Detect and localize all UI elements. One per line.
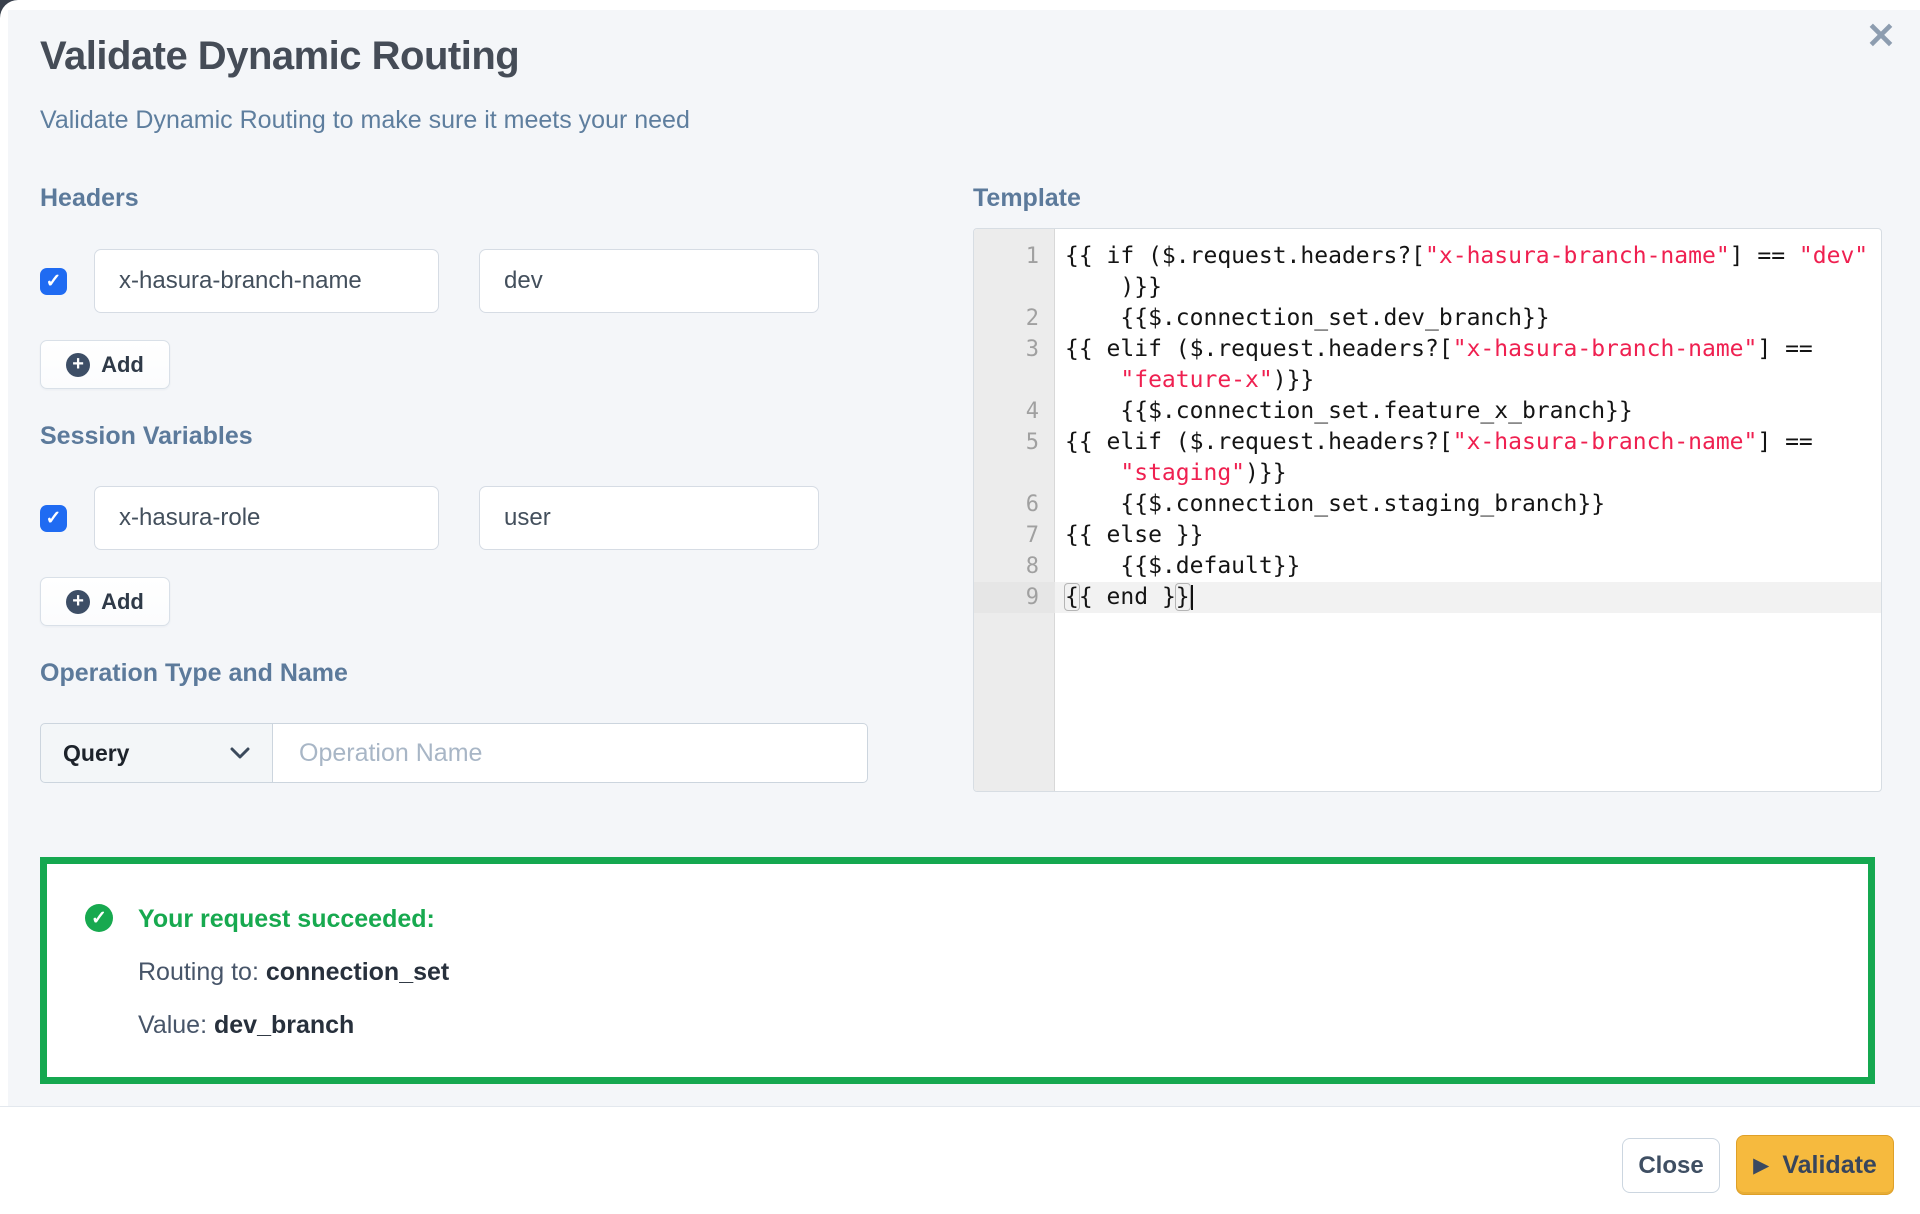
operation-type-value: Query (63, 739, 130, 766)
code-text: {{$.default}} (1065, 553, 1301, 579)
routing-value: connection_set (265, 958, 450, 986)
close-button[interactable]: Close (1622, 1138, 1720, 1193)
code-text: {{ elif ($.request.headers?["x-hasura-br… (1065, 336, 1813, 362)
add-button-label: Add (101, 351, 144, 377)
validate-button-label: Validate (1782, 1150, 1877, 1179)
editor-gutter (974, 229, 1055, 791)
plus-icon: + (66, 589, 91, 614)
add-session-variable-button[interactable]: + Add (40, 577, 170, 626)
line-number: 5 (1025, 430, 1039, 455)
code-text: {{ else }} (1065, 522, 1204, 548)
code-line: "staging")}} (974, 458, 1881, 489)
header-key-input[interactable] (94, 249, 439, 313)
add-header-button[interactable]: + Add (40, 340, 170, 389)
template-section-label: Template (973, 184, 1081, 212)
operation-control: Query (40, 723, 868, 783)
operation-name-input[interactable] (273, 723, 868, 783)
line-number (974, 272, 1055, 303)
code-line: )}} (974, 272, 1881, 303)
code-text: "feature-x")}} (1120, 367, 1315, 393)
play-icon: ▶ (1753, 1153, 1770, 1177)
operation-section-label: Operation Type and Name (40, 659, 348, 687)
validate-button[interactable]: ▶ Validate (1736, 1135, 1894, 1195)
template-code-editor[interactable]: 1 {{ if ($.request.headers?["x-hasura-bra… (973, 228, 1882, 792)
modal-subtitle: Validate Dynamic Routing to make sure it… (40, 106, 690, 134)
value-value: dev_branch (213, 1011, 355, 1039)
checkmark-icon: ✓ (45, 507, 62, 529)
line-number (974, 365, 1055, 396)
validation-result-box: ✓ Your request succeeded: Routing to: co… (40, 857, 1875, 1084)
footer-divider (0, 1106, 1920, 1107)
plus-icon: + (66, 352, 91, 377)
line-number: 7 (1025, 523, 1039, 548)
line-number: 6 (1025, 492, 1039, 517)
operation-type-select[interactable]: Query (40, 723, 273, 783)
line-number (974, 458, 1055, 489)
chevron-down-icon (230, 747, 250, 759)
header-checkbox[interactable]: ✓ (40, 267, 67, 295)
headers-section-label: Headers (40, 184, 139, 212)
header-row: ✓ (40, 249, 819, 313)
success-check-icon: ✓ (85, 904, 113, 932)
session-variable-value-input[interactable] (479, 486, 819, 550)
code-line: 4 {{$.connection_set.feature_x_branch}} (974, 396, 1881, 427)
close-icon[interactable]: ✕ (1865, 15, 1896, 56)
code-text: {{$.connection_set.dev_branch}} (1065, 305, 1550, 331)
code-rows: 1 {{ if ($.request.headers?["x-hasura-bra… (974, 241, 1881, 613)
code-line: 2 {{$.connection_set.dev_branch}} (974, 303, 1881, 334)
code-line: 1 {{ if ($.request.headers?["x-hasura-bra… (974, 241, 1881, 272)
line-number: 1 (1025, 244, 1039, 269)
result-routing-line: Routing to: connection_set (138, 958, 450, 986)
code-line: 8 {{$.default}} (974, 551, 1881, 582)
header-value-input[interactable] (479, 249, 819, 313)
code-line: 3 {{ elif ($.request.headers?["x-hasura-b… (974, 334, 1881, 365)
code-line: 5 {{ elif ($.request.headers?["x-hasura-b… (974, 427, 1881, 458)
code-text: {{ end }} (1055, 582, 1193, 613)
text-cursor (1190, 585, 1193, 610)
checkmark-icon: ✓ (45, 270, 62, 292)
result-value-line: Value: dev_branch (138, 1011, 355, 1039)
session-variable-row: ✓ (40, 486, 819, 550)
line-number: 3 (1025, 337, 1039, 362)
code-text: {{$.connection_set.feature_x_branch}} (1065, 398, 1633, 424)
session-variable-checkbox[interactable]: ✓ (40, 504, 67, 532)
line-number: 4 (1025, 399, 1039, 424)
session-variables-section-label: Session Variables (40, 422, 253, 450)
line-number: 2 (1025, 306, 1039, 331)
code-text: "staging")}} (1120, 460, 1287, 486)
code-line: 7 {{ else }} (974, 520, 1881, 551)
result-heading: Your request succeeded: (138, 905, 435, 933)
session-variable-key-input[interactable] (94, 486, 439, 550)
code-text: {{$.connection_set.staging_branch}} (1065, 491, 1606, 517)
code-text: {{ elif ($.request.headers?["x-hasura-br… (1065, 429, 1813, 455)
code-text: )}} (1065, 274, 1162, 300)
modal-title: Validate Dynamic Routing (40, 34, 520, 78)
code-line: "feature-x")}} (974, 365, 1881, 396)
line-number: 9 (974, 582, 1055, 613)
line-number: 8 (1025, 554, 1039, 579)
add-button-label: Add (101, 588, 144, 614)
code-line: 6 {{$.connection_set.staging_branch}} (974, 489, 1881, 520)
code-line: 9{{ end }} (974, 582, 1881, 613)
code-text: {{ if ($.request.headers?["x-hasura-bran… (1065, 243, 1869, 269)
